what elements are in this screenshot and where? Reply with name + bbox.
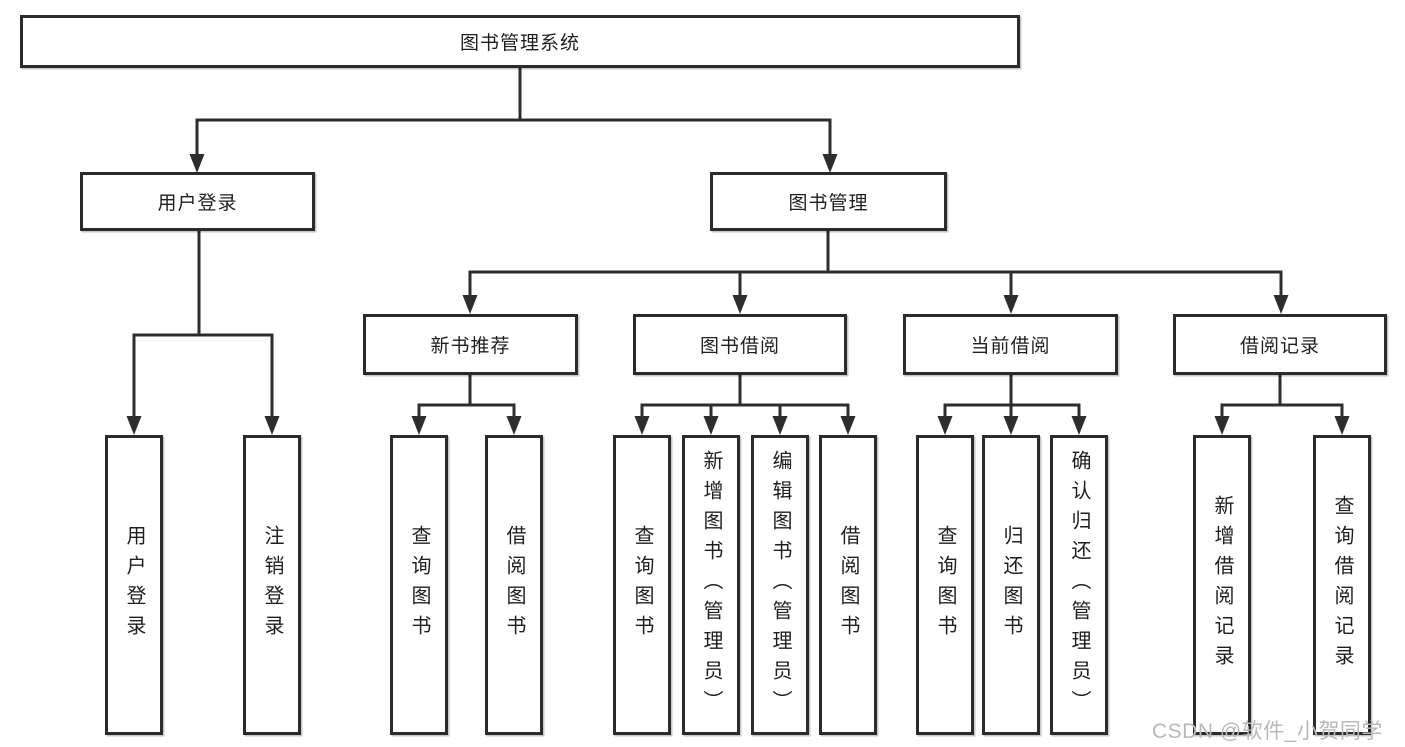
node-book-mgmt-label: 图书管理: [788, 193, 869, 214]
node-borrow-records-label: 借阅记录: [1239, 336, 1320, 357]
leaf-edit-books-admin: 编辑图书（管理员）: [751, 435, 809, 735]
connector-book-borrow-to-leaves: [640, 375, 850, 430]
leaf-borrow-query-books: 查询图书: [613, 435, 671, 735]
node-book-borrow-label: 图书借阅: [699, 336, 780, 357]
csdn-watermark: CSDN @软件_小贺同学: [1152, 720, 1383, 743]
leaf-return-books-label: 归还图书: [1000, 525, 1022, 645]
leaf-query-borrow-record: 查询借阅记录: [1313, 435, 1371, 735]
connector-borrow-records-to-leaves: [1220, 375, 1344, 430]
node-root-label: 图书管理系统: [459, 33, 580, 54]
leaf-user-login: 用户登录: [105, 435, 163, 735]
leaf-return-books: 归还图书: [982, 435, 1040, 735]
leaf-borrow-books-label: 借阅图书: [837, 525, 859, 645]
leaf-add-books-admin-label: 新增图书（管理员）: [700, 450, 722, 720]
node-book-mgmt: 图书管理: [710, 172, 947, 231]
leaf-logout: 注销登录: [243, 435, 301, 735]
node-current-borrow-label: 当前借阅: [970, 336, 1051, 357]
connector-root-to-level2: [195, 68, 832, 168]
connector-new-book-rec-to-leaves: [417, 375, 516, 430]
connector-book-mgmt-to-level3: [468, 231, 1283, 309]
leaf-rec-query-books-label: 查询图书: [408, 525, 430, 645]
node-new-book-rec-label: 新书推荐: [430, 336, 511, 357]
leaf-user-login-label: 用户登录: [123, 525, 145, 645]
node-user-login-label: 用户登录: [157, 193, 238, 214]
leaf-borrow-books: 借阅图书: [819, 435, 877, 735]
node-root: 图书管理系统: [20, 15, 1020, 68]
leaf-current-query-books: 查询图书: [916, 435, 974, 735]
leaf-query-borrow-record-label: 查询借阅记录: [1331, 495, 1353, 675]
leaf-logout-label: 注销登录: [261, 525, 283, 645]
leaf-current-query-books-label: 查询图书: [934, 525, 956, 645]
leaf-rec-query-books: 查询图书: [390, 435, 448, 735]
node-borrow-records: 借阅记录: [1173, 314, 1387, 375]
leaf-confirm-return-admin-label: 确认归还（管理员）: [1068, 450, 1090, 720]
leaf-confirm-return-admin: 确认归还（管理员）: [1050, 435, 1108, 735]
leaf-edit-books-admin-label: 编辑图书（管理员）: [769, 450, 791, 720]
node-book-borrow: 图书借阅: [633, 314, 847, 375]
leaf-add-books-admin: 新增图书（管理员）: [682, 435, 740, 735]
node-current-borrow: 当前借阅: [903, 314, 1118, 375]
leaf-rec-borrow-books-label: 借阅图书: [503, 525, 525, 645]
leaf-add-borrow-record-label: 新增借阅记录: [1211, 495, 1233, 675]
leaf-add-borrow-record: 新增借阅记录: [1193, 435, 1251, 735]
leaf-rec-borrow-books: 借阅图书: [485, 435, 543, 735]
connector-user-login-to-leaves: [132, 231, 274, 430]
node-user-login: 用户登录: [80, 172, 315, 231]
node-new-book-rec: 新书推荐: [363, 314, 578, 375]
leaf-borrow-query-books-label: 查询图书: [631, 525, 653, 645]
